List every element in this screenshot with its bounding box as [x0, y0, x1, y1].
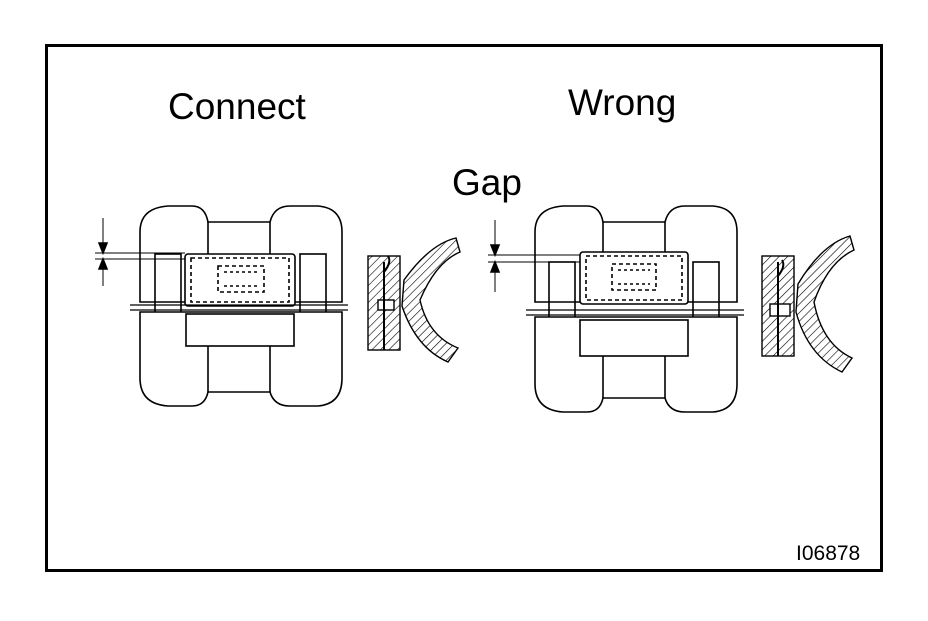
connector-correct	[95, 205, 348, 407]
section-detail-correct	[367, 237, 461, 363]
connector-wrong	[488, 205, 744, 413]
connect-label: Connect	[168, 86, 306, 127]
figure-frame	[45, 44, 883, 572]
figure-code: I06878	[796, 542, 861, 565]
section-detail-wrong	[761, 235, 855, 373]
gap-label: Gap	[452, 162, 522, 203]
wrong-label: Wrong	[568, 82, 677, 123]
